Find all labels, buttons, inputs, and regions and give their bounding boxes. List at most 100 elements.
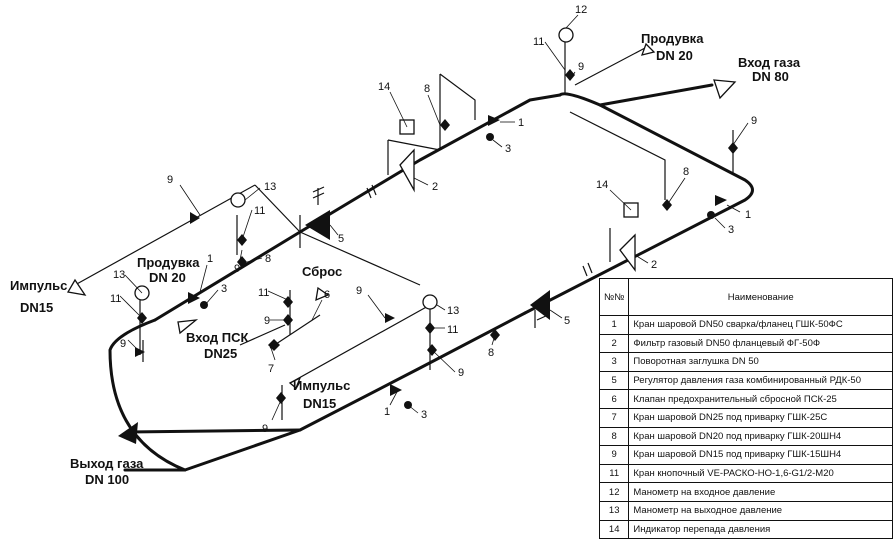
callout-9c: 9 bbox=[751, 115, 757, 127]
legend-row-name: Кран шаровой DN25 под приварку ГШК-25С bbox=[628, 407, 893, 428]
callout-9a: 9 bbox=[167, 174, 173, 186]
callout-12: 12 bbox=[575, 4, 587, 16]
legend-row-name: Индикатор перепада давления bbox=[628, 519, 893, 539]
label-impulse-mid-dn: DN15 bbox=[303, 396, 336, 411]
callout-3b: 3 bbox=[728, 224, 734, 236]
gas-outlet-arrow bbox=[118, 422, 138, 444]
legend-row-num: 13 bbox=[598, 500, 630, 521]
label-impulse-left-dn: DN15 bbox=[20, 300, 53, 315]
label-gas-outlet: Выход газа bbox=[70, 456, 144, 471]
callout-8b: 8 bbox=[683, 166, 689, 178]
legend-row-name: Кран кнопочный VE-РАСКО-НО-1,6-G1/2-M20 bbox=[628, 463, 893, 484]
callout-8d: 8 bbox=[488, 347, 494, 359]
callout-13b: 13 bbox=[113, 269, 125, 281]
callout-3d: 3 bbox=[221, 283, 227, 295]
callout-6: 6 bbox=[324, 289, 330, 301]
impulse-left-arrow bbox=[66, 278, 87, 296]
legend-row-num: 6 bbox=[598, 389, 630, 409]
callout-11d: 11 bbox=[110, 293, 121, 305]
label-blowdown-top: Продувка bbox=[641, 31, 704, 46]
callout-numbers: 1 1 1 1 2 2 3 3 3 3 5 5 6 7 8 8 8 8 9 9 … bbox=[110, 4, 757, 435]
legend-row-name: Кран шаровой DN20 под приварку ГШК-20ШН4 bbox=[628, 426, 893, 447]
callout-1b: 1 bbox=[745, 209, 751, 221]
main-pipeline bbox=[108, 83, 754, 472]
legend-row-name: Кран шаровой DN50 сварка/фланец ГШК-50ФС bbox=[628, 315, 893, 335]
regulator-upper bbox=[299, 188, 330, 248]
callout-9h: 9 bbox=[120, 338, 126, 350]
callout-5b: 5 bbox=[564, 315, 570, 327]
legend-row-num: 11 bbox=[598, 463, 630, 484]
legend-row-name: Клапан предохранительный сбросной ПСК-25 bbox=[628, 389, 893, 409]
filter-lower bbox=[609, 202, 639, 272]
callout-11a: 11 bbox=[254, 205, 265, 217]
gas-inlet-arrow bbox=[713, 79, 737, 100]
label-gas-inlet: Вход газа bbox=[738, 55, 801, 70]
legend-row-name: Манометр на входное давление bbox=[628, 482, 893, 502]
label-blowdown-left: Продувка bbox=[137, 255, 200, 270]
filter-upper bbox=[387, 119, 441, 193]
legend-row-num: 3 bbox=[598, 352, 630, 372]
legend-row-num: 8 bbox=[598, 426, 630, 447]
reset-arrow bbox=[315, 286, 330, 302]
legend-col-num: №№ bbox=[598, 278, 630, 316]
label-psk-inlet: Вход ПСК bbox=[186, 330, 248, 345]
regulator-lower bbox=[530, 290, 550, 328]
legend-header-row: №№ Наименование bbox=[598, 278, 893, 316]
callout-9e: 9 bbox=[262, 423, 268, 435]
legend-row-num: 1 bbox=[598, 315, 630, 335]
legend-row-name: Регулятор давления газа комбинированный … bbox=[628, 370, 893, 391]
label-impulse-mid: Импульс bbox=[293, 378, 350, 393]
callout-9b: 9 bbox=[578, 61, 584, 73]
callout-7: 7 bbox=[268, 363, 274, 375]
callout-1c: 1 bbox=[207, 253, 213, 265]
blowdown-top-arrow bbox=[640, 42, 656, 56]
callout-leaders bbox=[119, 14, 749, 421]
label-blowdown-left-dn: DN 20 bbox=[149, 270, 186, 285]
legend-row-num: 2 bbox=[598, 333, 630, 354]
callout-8c: 8 bbox=[265, 253, 271, 265]
callout-9g: 9 bbox=[234, 263, 240, 275]
label-blowdown-top-dn: DN 20 bbox=[656, 48, 693, 63]
callout-2a: 2 bbox=[432, 181, 438, 193]
callout-11e: 11 bbox=[533, 36, 544, 48]
callout-2b: 2 bbox=[651, 259, 657, 271]
legend-row-name: Поворотная заглушка DN 50 bbox=[628, 352, 893, 372]
callout-11c: 11 bbox=[447, 324, 458, 336]
label-gas-inlet-dn: DN 80 bbox=[752, 69, 789, 84]
legend-row-num: 5 bbox=[598, 370, 630, 391]
text-labels: Вход газа DN 80 Продувка DN 20 Продувка … bbox=[10, 31, 801, 487]
callout-14a: 14 bbox=[378, 81, 390, 93]
callout-9d: 9 bbox=[356, 285, 362, 297]
psk-inlet-arrow bbox=[177, 319, 199, 335]
label-gas-outlet-dn: DN 100 bbox=[85, 472, 129, 487]
callout-8a: 8 bbox=[424, 83, 430, 95]
flanges bbox=[312, 184, 593, 321]
callout-3c: 3 bbox=[421, 409, 427, 421]
callout-13a: 13 bbox=[264, 181, 276, 193]
callout-5a: 5 bbox=[338, 233, 344, 245]
legend-row-num: 12 bbox=[598, 482, 630, 502]
legend-row-name: Фильтр газовый DN50 фланцевый ФГ-50Ф bbox=[628, 333, 893, 354]
callout-11b: 11 bbox=[258, 287, 269, 299]
label-impulse-left: Импульс bbox=[10, 278, 67, 293]
legend-col-name: Наименование bbox=[628, 278, 893, 316]
legend-row-name: Манометр на выходное давление bbox=[628, 500, 893, 521]
callout-14b: 14 bbox=[596, 179, 608, 191]
legend-row-num: 7 bbox=[598, 407, 630, 428]
callout-9i: 9 bbox=[264, 315, 270, 327]
legend-row-num: 9 bbox=[598, 445, 630, 465]
callout-1d: 1 bbox=[384, 406, 390, 418]
callout-3a: 3 bbox=[505, 143, 511, 155]
